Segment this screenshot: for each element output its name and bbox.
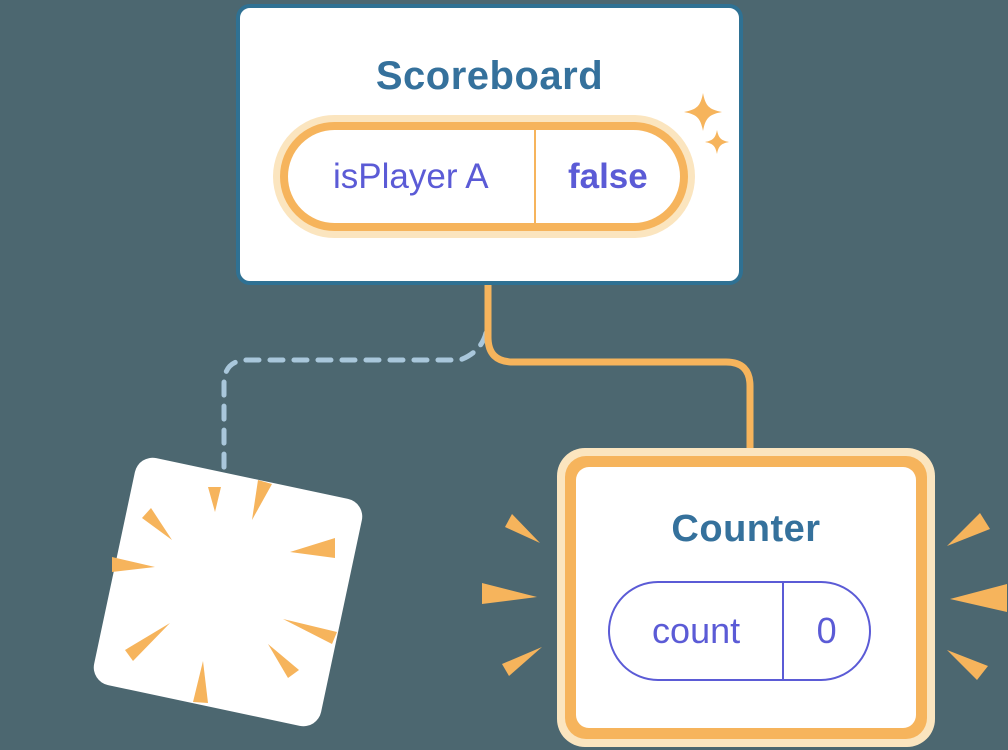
solid-connector-line	[484, 280, 754, 460]
scoreboard-component-card: Scoreboard isPlayer A false	[236, 4, 743, 285]
counter-state-pill: count 0	[608, 581, 871, 681]
emphasis-rays-icon	[482, 513, 1007, 680]
scoreboard-state-pill: isPlayer A false	[273, 115, 695, 238]
scoreboard-title: Scoreboard	[375, 54, 604, 98]
poof-burst-icon	[112, 480, 337, 703]
counter-component-card: Counter count 0	[557, 448, 935, 747]
state-name: count	[610, 583, 785, 679]
dashed-connector-line	[221, 330, 489, 471]
sparkles-icon	[684, 93, 729, 154]
state-value: 0	[816, 610, 837, 651]
state-value: false	[533, 130, 680, 223]
state-name: isPlayer A	[333, 156, 489, 196]
counter-title: Counter	[671, 508, 821, 550]
